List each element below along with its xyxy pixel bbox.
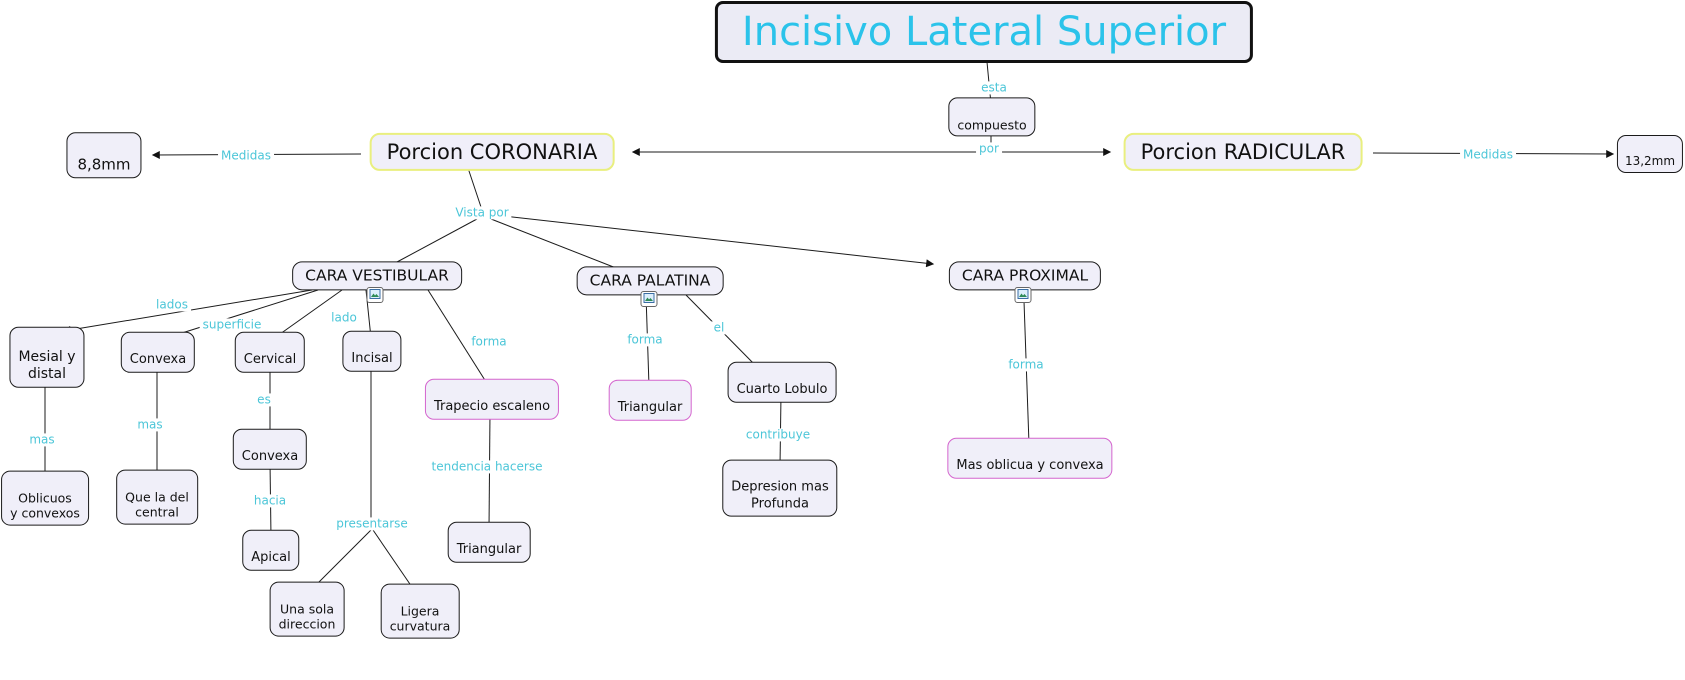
node-una-sola-direccion-label: Una sola direccion [278, 601, 336, 632]
resource-image-icon-palatina[interactable] [640, 291, 658, 307]
node-medida-radicular-label: 13,2mm [1624, 154, 1676, 168]
node-triangular-palatina[interactable]: Triangular [608, 379, 692, 421]
node-title-label: Incisivo Lateral Superior [741, 9, 1227, 55]
node-cervical-label: Cervical [243, 352, 297, 367]
linking-phrase-mas-superficie[interactable]: mas [134, 418, 166, 432]
linking-phrase-tendencia-hacerse[interactable]: tendencia hacerse [428, 460, 546, 474]
node-una-sola-direccion[interactable]: Una sola direccion [269, 581, 345, 637]
resource-image-icon-vestibular[interactable] [366, 287, 384, 303]
node-que-la-del-central[interactable]: Que la del central [116, 469, 198, 525]
node-mesial-y-distal[interactable]: Mesial y distal [9, 326, 85, 388]
node-cara-palatina-label: CARA PALATINA [589, 271, 711, 290]
linking-phrase-lados[interactable]: lados [153, 298, 191, 312]
linking-phrase-por[interactable]: por [976, 142, 1002, 156]
node-cuarto-lobulo-label: Cuarto Lobulo [736, 382, 828, 397]
node-depresion-mas-profunda[interactable]: Depresion mas Profunda [722, 459, 838, 517]
node-mas-oblicua-y-convexa[interactable]: Mas oblicua y convexa [947, 437, 1113, 479]
node-cara-palatina[interactable]: CARA PALATINA [576, 266, 724, 296]
node-apical[interactable]: Apical [242, 529, 300, 571]
node-trapecio-escaleno-label: Trapecio escaleno [433, 399, 551, 414]
node-depresion-mas-profunda-label: Depresion mas Profunda [731, 479, 829, 512]
image-glyph [643, 293, 655, 303]
node-convexa-superficie[interactable]: Convexa [120, 331, 196, 373]
node-mas-oblicua-y-convexa-label: Mas oblicua y convexa [956, 458, 1104, 473]
node-compuesto-label: compuesto [957, 117, 1027, 132]
node-triangular-trapecio-label: Triangular [456, 542, 522, 557]
node-convexa-cervical[interactable]: Convexa [232, 428, 308, 470]
node-triangular-trapecio[interactable]: Triangular [447, 521, 531, 563]
linking-phrase-lado[interactable]: lado [328, 311, 360, 325]
node-compuesto[interactable]: compuesto [948, 97, 1036, 137]
node-ligera-curvatura-label: Ligera curvatura [389, 603, 451, 634]
node-convexa-superficie-label: Convexa [129, 352, 187, 367]
node-porcion-coronaria-label: Porcion CORONARIA [386, 139, 598, 164]
linking-phrase-superficie[interactable]: superficie [199, 318, 265, 332]
node-cara-vestibular-label: CARA VESTIBULAR [305, 266, 449, 285]
node-convexa-cervical-label: Convexa [241, 449, 299, 464]
linking-phrase-forma-vestibular[interactable]: forma [468, 335, 510, 349]
node-medida-coronaria-label: 8,8mm [77, 155, 131, 173]
resource-image-icon-proximal[interactable] [1014, 287, 1032, 303]
linking-phrase-forma-proximal[interactable]: forma [1005, 358, 1047, 372]
node-incisal-label: Incisal [351, 351, 393, 366]
node-cara-proximal-label: CARA PROXIMAL [961, 266, 1089, 285]
linking-phrase-hacia[interactable]: hacia [250, 494, 290, 508]
node-porcion-coronaria[interactable]: Porcion CORONARIA [369, 132, 615, 172]
node-mesial-y-distal-label: Mesial y distal [18, 348, 76, 382]
node-ligera-curvatura[interactable]: Ligera curvatura [380, 583, 460, 639]
node-oblicuos-y-convexos-label: Oblicuos y convexos [10, 490, 80, 521]
linking-phrase-es[interactable]: es [254, 393, 274, 407]
linking-phrase-forma-palatina[interactable]: forma [624, 333, 666, 347]
linking-phrase-medidas-coronaria[interactable]: Medidas [218, 149, 274, 163]
node-incisal[interactable]: Incisal [342, 330, 402, 372]
node-que-la-del-central-label: Que la del central [125, 489, 189, 520]
node-triangular-palatina-label: Triangular [617, 400, 683, 415]
linking-phrase-vista-por[interactable]: Vista por [452, 206, 512, 220]
node-apical-label: Apical [251, 550, 291, 565]
node-cuarto-lobulo[interactable]: Cuarto Lobulo [727, 361, 837, 403]
node-cervical[interactable]: Cervical [234, 331, 306, 373]
image-glyph [369, 289, 381, 299]
linking-phrase-mas-mesial[interactable]: mas [26, 433, 58, 447]
node-medida-coronaria[interactable]: 8,8mm [66, 132, 142, 178]
linking-phrase-presentarse[interactable]: presentarse [333, 517, 411, 531]
node-title[interactable]: Incisivo Lateral Superior [714, 1, 1254, 63]
linking-phrase-contribuye[interactable]: contribuye [742, 428, 814, 442]
node-medida-radicular[interactable]: 13,2mm [1616, 135, 1684, 173]
node-oblicuos-y-convexos[interactable]: Oblicuos y convexos [1, 470, 89, 526]
linking-phrase-el[interactable]: el [710, 321, 728, 335]
node-trapecio-escaleno[interactable]: Trapecio escaleno [424, 378, 560, 420]
node-porcion-radicular-label: Porcion RADICULAR [1140, 139, 1346, 164]
linking-phrase-medidas-radicular[interactable]: Medidas [1460, 148, 1516, 162]
image-glyph [1017, 289, 1029, 299]
node-porcion-radicular[interactable]: Porcion RADICULAR [1123, 132, 1363, 172]
node-cara-proximal[interactable]: CARA PROXIMAL [948, 261, 1102, 291]
node-cara-vestibular[interactable]: CARA VESTIBULAR [292, 261, 462, 291]
linking-phrase-esta[interactable]: esta [978, 81, 1010, 95]
